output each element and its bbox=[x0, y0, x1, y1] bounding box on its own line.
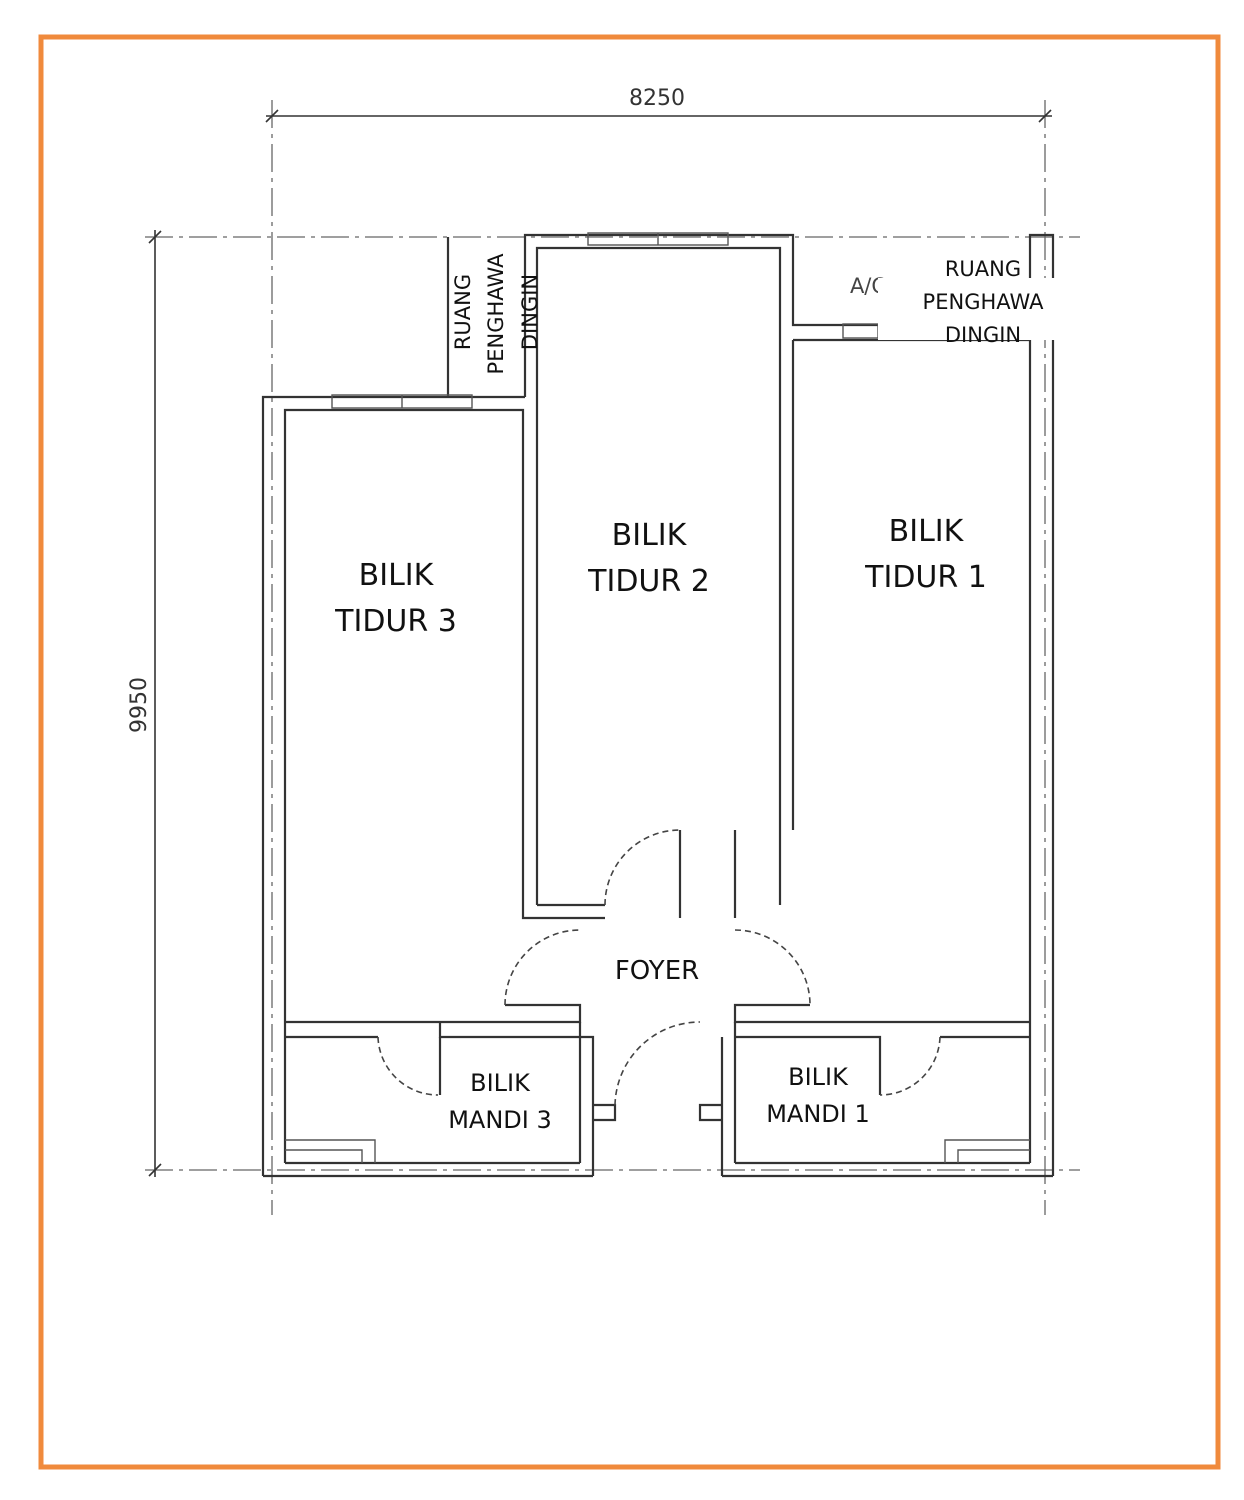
label-bilik-tidur-1-line2: TIDUR 1 bbox=[864, 560, 987, 595]
door-swings bbox=[377, 829, 941, 1106]
frame-border bbox=[38, 34, 1221, 1470]
label-bilik-tidur-3-line1: BILIK bbox=[359, 558, 435, 593]
width-dimension: 8250 bbox=[265, 86, 1052, 123]
door-bilik-tidur-2 bbox=[604, 829, 681, 906]
label-ruang-right-line3: DINGIN bbox=[945, 323, 1021, 347]
label-ruang-left-line1: RUANG bbox=[451, 274, 475, 350]
door-bilik-mandi-3 bbox=[377, 1036, 439, 1096]
label-ruang-right-line1: RUANG bbox=[945, 257, 1021, 281]
walls bbox=[261, 232, 1055, 1178]
door-bilik-tidur-1 bbox=[734, 929, 811, 1006]
width-dimension-label: 8250 bbox=[629, 86, 685, 111]
label-bilik-tidur-1-line1: BILIK bbox=[889, 514, 965, 549]
label-bilik-tidur-2-line2: TIDUR 2 bbox=[587, 564, 710, 599]
height-dimension-label: 9950 bbox=[127, 677, 152, 733]
label-bilik-tidur-2-line1: BILIK bbox=[612, 518, 688, 553]
height-dimension: 9950 bbox=[127, 230, 162, 1177]
label-bilik-mandi-1-line2: MANDI 1 bbox=[766, 1100, 870, 1128]
label-ruang-right-line2: PENGHAWA bbox=[923, 290, 1045, 314]
label-foyer: FOYER bbox=[615, 956, 699, 986]
label-bilik-mandi-1-line1: BILIK bbox=[788, 1063, 849, 1091]
label-bilik-tidur-3-line2: TIDUR 3 bbox=[334, 604, 457, 639]
label-ruang-left-line2: PENGHAWA bbox=[484, 253, 508, 375]
door-bilik-tidur-3 bbox=[504, 929, 581, 1006]
door-bilik-mandi-1 bbox=[879, 1036, 941, 1096]
label-bilik-mandi-3-line2: MANDI 3 bbox=[448, 1106, 552, 1134]
label-ruang-left-line3: DINGIN bbox=[518, 274, 542, 350]
label-bilik-mandi-3-line1: BILIK bbox=[470, 1069, 531, 1097]
room-labels: BILIK TIDUR 3 BILIK TIDUR 2 BILIK TIDUR … bbox=[334, 253, 1056, 1134]
door-main bbox=[614, 1021, 701, 1106]
